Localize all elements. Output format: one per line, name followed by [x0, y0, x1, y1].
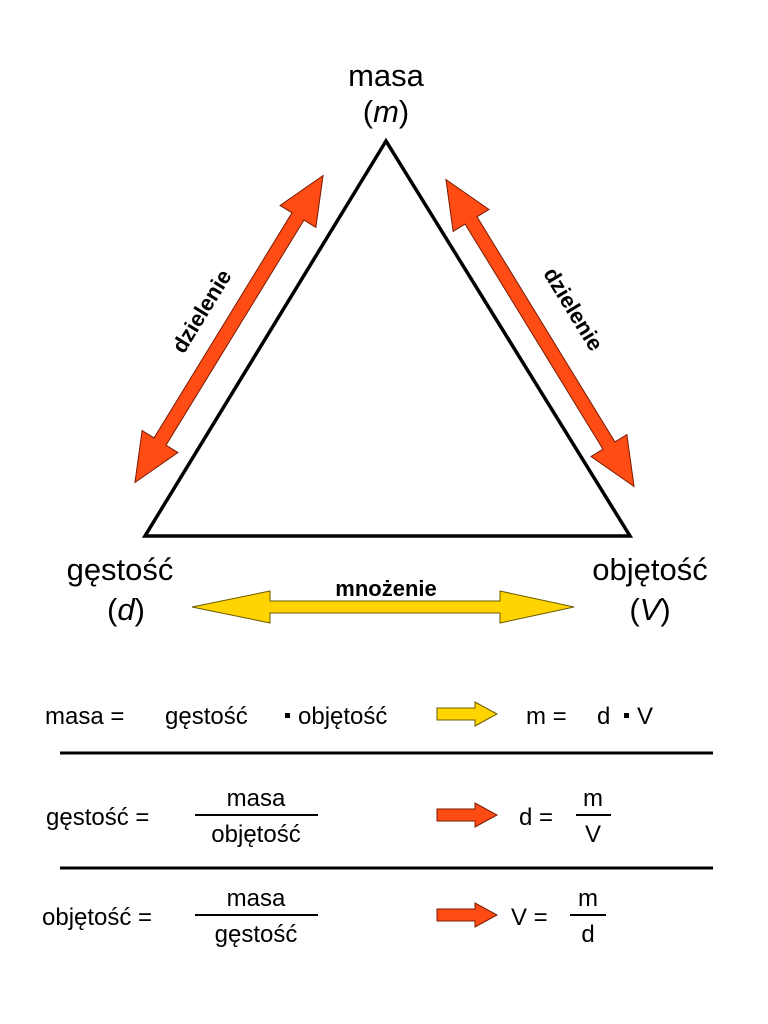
row1-lhs: masa =	[45, 703, 124, 730]
vertex-left-name: gęstość	[67, 552, 174, 587]
row3-result-numerator: m	[578, 885, 598, 912]
vertex-left-symbol-letter: d	[117, 592, 136, 627]
vertex-right-symbol-letter: V	[640, 592, 664, 627]
row2-result-numerator: m	[583, 785, 603, 812]
row3-numerator: masa	[227, 885, 286, 912]
row3-lhs: objętość =	[42, 904, 152, 931]
vertex-top-symbol: (m)	[363, 94, 409, 129]
row3-result-lhs: V =	[511, 904, 548, 931]
row2-arrow	[436, 802, 499, 828]
vertex-top-symbol-letter: m	[373, 94, 399, 129]
vertex-left-symbol: (d)	[107, 592, 145, 627]
row2-result-lhs: d =	[519, 804, 553, 831]
row1-result-f2: V	[637, 703, 653, 730]
row3-result-denominator: d	[581, 921, 594, 948]
row1-multiply-dot	[285, 713, 290, 718]
row1-arrow	[436, 701, 499, 727]
row1-factor1: gęstość	[165, 703, 248, 730]
right-division-arrow	[445, 178, 635, 488]
row2-lhs: gęstość =	[46, 804, 149, 831]
row3-denominator: gęstość	[215, 921, 298, 948]
row3-arrow	[436, 902, 499, 928]
row2-result-denominator: V	[585, 821, 601, 848]
bottom-label: mnożenie	[335, 576, 436, 601]
row1-result-lhs: m =	[526, 703, 567, 730]
row2-numerator: masa	[227, 785, 286, 812]
row2-denominator: objętość	[211, 821, 300, 848]
row1-factor2: objętość	[298, 703, 387, 730]
vertex-right-symbol: (V)	[629, 592, 670, 627]
triangle	[141, 137, 634, 538]
row1-result-multiply-dot	[624, 713, 629, 718]
row1-result-f1: d	[597, 703, 610, 730]
left-division-arrow	[134, 174, 324, 484]
bottom-multiplication-arrow	[191, 590, 575, 624]
vertex-top-name: masa	[348, 58, 425, 93]
vertex-right-name: objętość	[592, 552, 707, 587]
